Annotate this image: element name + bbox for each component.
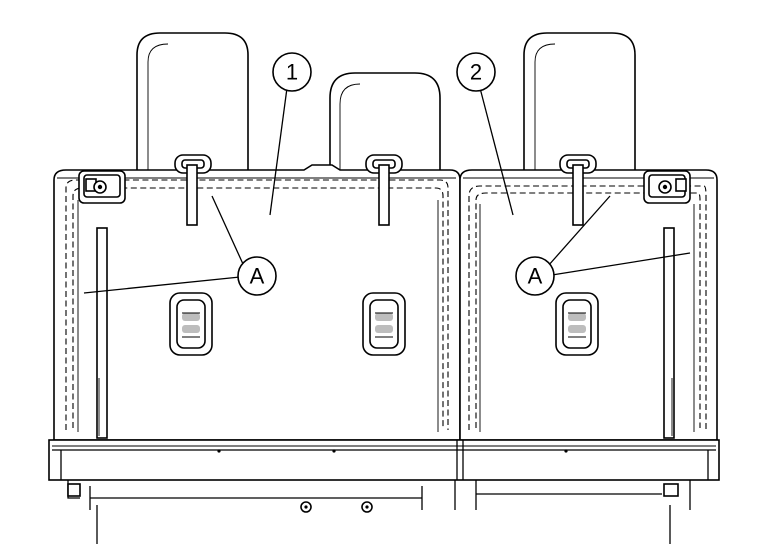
callout-a-right: A <box>515 256 555 296</box>
cargo-hook-left <box>169 292 213 356</box>
cargo-hook-right <box>555 292 599 356</box>
callout-2-text: 2 <box>470 60 482 85</box>
seat-cushion <box>48 439 720 481</box>
callout-a-right-text: A <box>528 264 543 289</box>
headrest-post-center <box>365 154 403 226</box>
callout-2: 2 <box>456 52 496 92</box>
seatback-left <box>53 164 461 441</box>
seatback-latch-left <box>78 170 126 204</box>
headrest-center <box>329 72 441 173</box>
cargo-hook-center <box>362 292 406 356</box>
headrest-left <box>136 32 249 173</box>
headrest-right <box>523 32 636 173</box>
seatback-latch-right <box>643 170 691 204</box>
callout-a-left-text: A <box>250 264 265 289</box>
callout-1-text: 1 <box>286 60 298 85</box>
seat-frame <box>67 480 691 544</box>
headrest-post-left <box>174 154 212 226</box>
callout-a-left: A <box>237 256 277 296</box>
callout-1: 1 <box>272 52 312 92</box>
headrest-post-right <box>559 154 597 226</box>
leader-lines <box>83 87 691 294</box>
